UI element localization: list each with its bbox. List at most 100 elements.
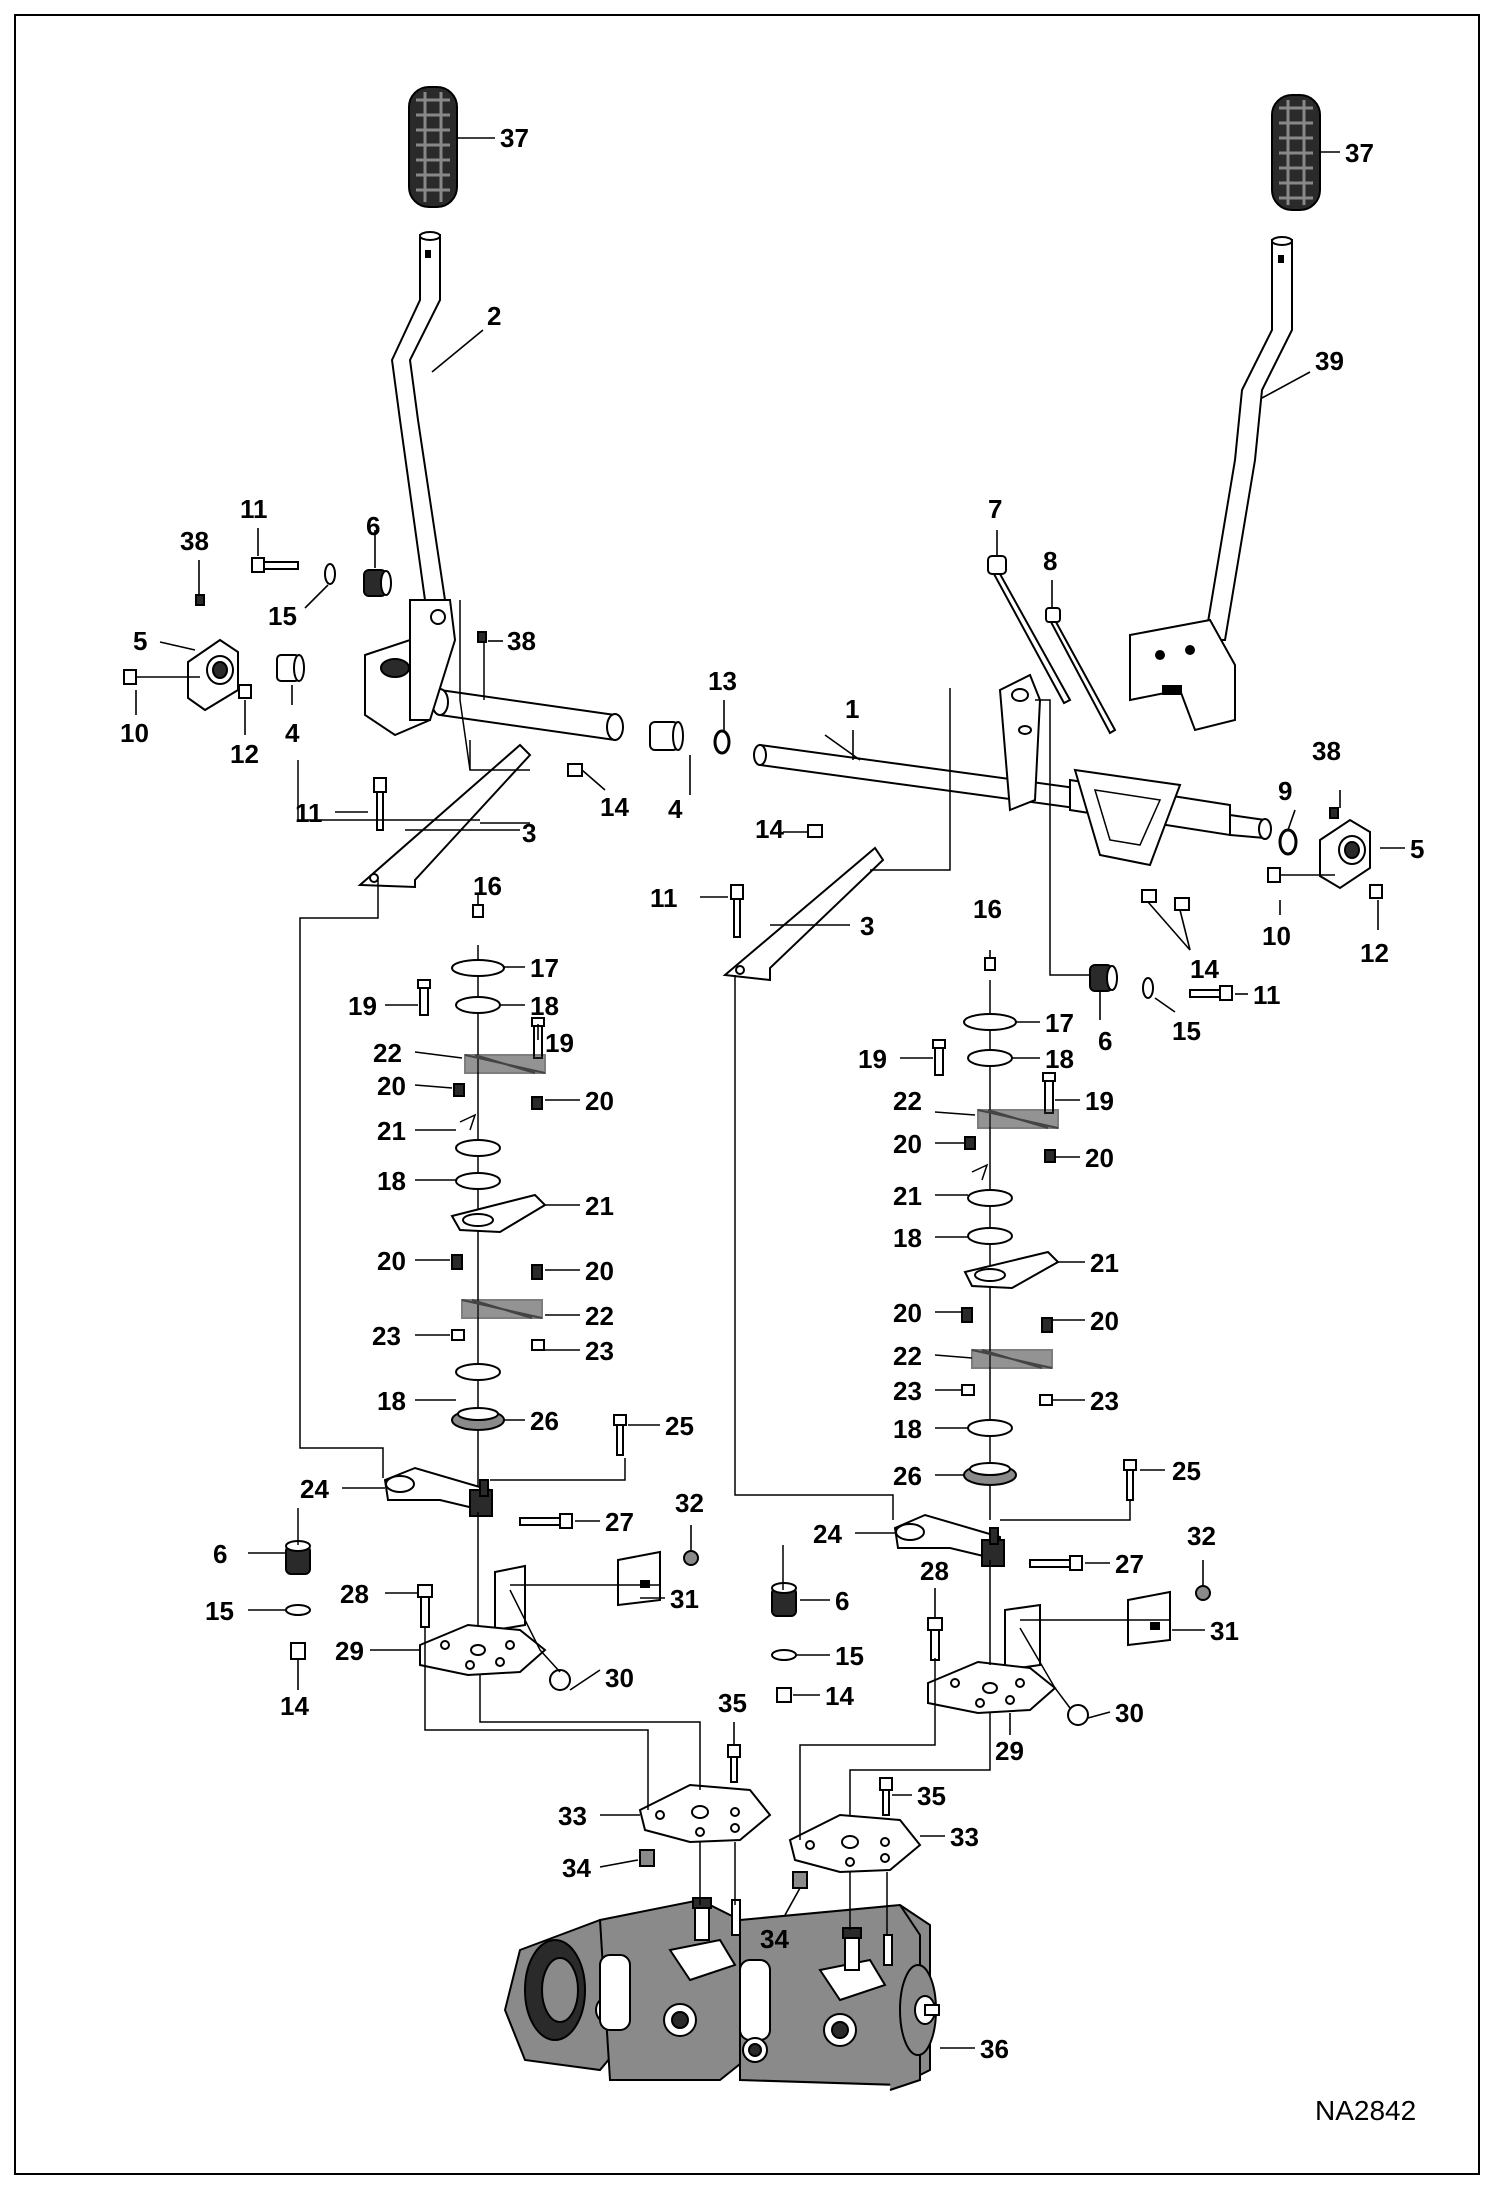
- right-lever-bracket: [1129, 618, 1236, 732]
- callout-2: 2: [487, 301, 501, 331]
- callout-23: 23: [372, 1321, 401, 1351]
- callout-27: 27: [605, 1507, 634, 1537]
- rod-8: [1045, 607, 1117, 735]
- callout-37-right: 37: [1345, 138, 1374, 168]
- callout-32: 32: [675, 1488, 704, 1518]
- nut-34-right: [792, 1871, 808, 1889]
- callout-25: 25: [1172, 1456, 1201, 1486]
- callout-39: 39: [1315, 346, 1344, 376]
- nut-34-left: [639, 1849, 655, 1867]
- callout-18: 18: [893, 1414, 922, 1444]
- pivot-block-5-right: [1319, 818, 1371, 890]
- callout-5: 5: [1410, 834, 1424, 864]
- callout-33: 33: [950, 1822, 979, 1852]
- callout-38: 38: [1312, 736, 1341, 766]
- callout-4: 4: [285, 718, 300, 748]
- callout-21: 21: [585, 1191, 614, 1221]
- callout-25: 25: [665, 1411, 694, 1441]
- fitting-38-right: [1329, 807, 1339, 819]
- callout-10: 10: [1262, 921, 1291, 951]
- washer-15-lower-left: [285, 1604, 311, 1616]
- washer-9: [1278, 828, 1298, 856]
- control-link-3-left: [357, 743, 532, 889]
- callout-15: 15: [205, 1596, 234, 1626]
- callout-17: 17: [530, 953, 559, 983]
- callout-20: 20: [585, 1086, 614, 1116]
- callout-20: 20: [377, 1071, 406, 1101]
- right-spring-stack: [932, 957, 1060, 1520]
- callout-30: 30: [1115, 1698, 1144, 1728]
- bolt-28-right: [927, 1617, 943, 1661]
- callout-6: 6: [835, 1586, 849, 1616]
- callout-14: 14: [280, 1691, 309, 1721]
- callout-36: 36: [980, 2034, 1009, 2064]
- callout-30: 30: [605, 1663, 634, 1693]
- callout-38: 38: [507, 626, 536, 656]
- callout-7: 7: [988, 494, 1002, 524]
- bolt-11-left: [251, 557, 299, 573]
- left-control-lever: [390, 234, 447, 601]
- cross-shaft: [759, 743, 1091, 812]
- bushing-6-lower-left: [285, 1540, 311, 1575]
- bolt-11-right: [1189, 985, 1233, 1001]
- bushing-6-left: [363, 569, 392, 597]
- callout-1: 1: [845, 694, 859, 724]
- callout-29: 29: [995, 1736, 1024, 1766]
- callout-14: 14: [1190, 954, 1219, 984]
- callout-22: 22: [585, 1301, 614, 1331]
- right-pivot-arm: [998, 673, 1042, 812]
- callout-20: 20: [377, 1246, 406, 1276]
- callout-16: 16: [973, 894, 1002, 924]
- callout-21: 21: [1090, 1248, 1119, 1278]
- callout-12: 12: [230, 739, 259, 769]
- bracket-31-left: [617, 1550, 661, 1607]
- callout-8: 8: [1043, 546, 1057, 576]
- callout-23: 23: [1090, 1386, 1119, 1416]
- bracket-31-right: [1127, 1590, 1171, 1647]
- callout-16: 16: [473, 871, 502, 901]
- callout-6: 6: [366, 511, 380, 541]
- bushing-6-right: [1089, 964, 1118, 992]
- bolt-35-left: [727, 1744, 741, 1783]
- assembly-lines: [297, 600, 1170, 1935]
- stud-32-left: [683, 1550, 699, 1566]
- bolt-11-link-left: [373, 777, 387, 831]
- callout-21: 21: [377, 1116, 406, 1146]
- washer-15-left: [324, 563, 336, 585]
- callout-12: 12: [1360, 938, 1389, 968]
- tandem-pump: [503, 1897, 940, 2091]
- callout-23: 23: [893, 1376, 922, 1406]
- figure-reference: NA2842: [1315, 2095, 1416, 2126]
- nut-14-left-top: [567, 763, 583, 777]
- callout-11: 11: [295, 798, 323, 828]
- bolt-10-right: [1267, 867, 1335, 883]
- bolt-27-left: [519, 1513, 573, 1529]
- callout-26: 26: [893, 1461, 922, 1491]
- callout-23: 23: [585, 1336, 614, 1366]
- ball-30-left: [549, 1669, 571, 1691]
- nut-12-left: [238, 684, 252, 699]
- rod-7: [987, 555, 1072, 705]
- nut-14-lower-right: [776, 1687, 792, 1703]
- right-control-lever: [1203, 239, 1293, 641]
- callout-34: 34: [760, 1924, 789, 1954]
- ball-30-right: [1067, 1704, 1089, 1726]
- bushing-4-left: [276, 654, 305, 682]
- callout-38: 38: [180, 526, 209, 556]
- bushing-4-middle: [649, 721, 684, 751]
- callout-19: 19: [1085, 1086, 1114, 1116]
- bolt-11-link-right: [730, 884, 744, 938]
- callout-22: 22: [893, 1086, 922, 1116]
- left-pivot-tube: [431, 688, 624, 742]
- callout-20: 20: [893, 1298, 922, 1328]
- ring-13: [713, 729, 731, 755]
- callout-19: 19: [348, 991, 377, 1021]
- bushing-6-lower-right: [771, 1582, 797, 1617]
- callout-11: 11: [240, 494, 268, 524]
- left-spring-stack: [417, 904, 547, 1490]
- callout-18: 18: [1045, 1044, 1074, 1074]
- fitting-38-left: [195, 594, 205, 606]
- callout-27: 27: [1115, 1549, 1144, 1579]
- pivot-block-5-left: [187, 638, 239, 712]
- callout-17: 17: [1045, 1008, 1074, 1038]
